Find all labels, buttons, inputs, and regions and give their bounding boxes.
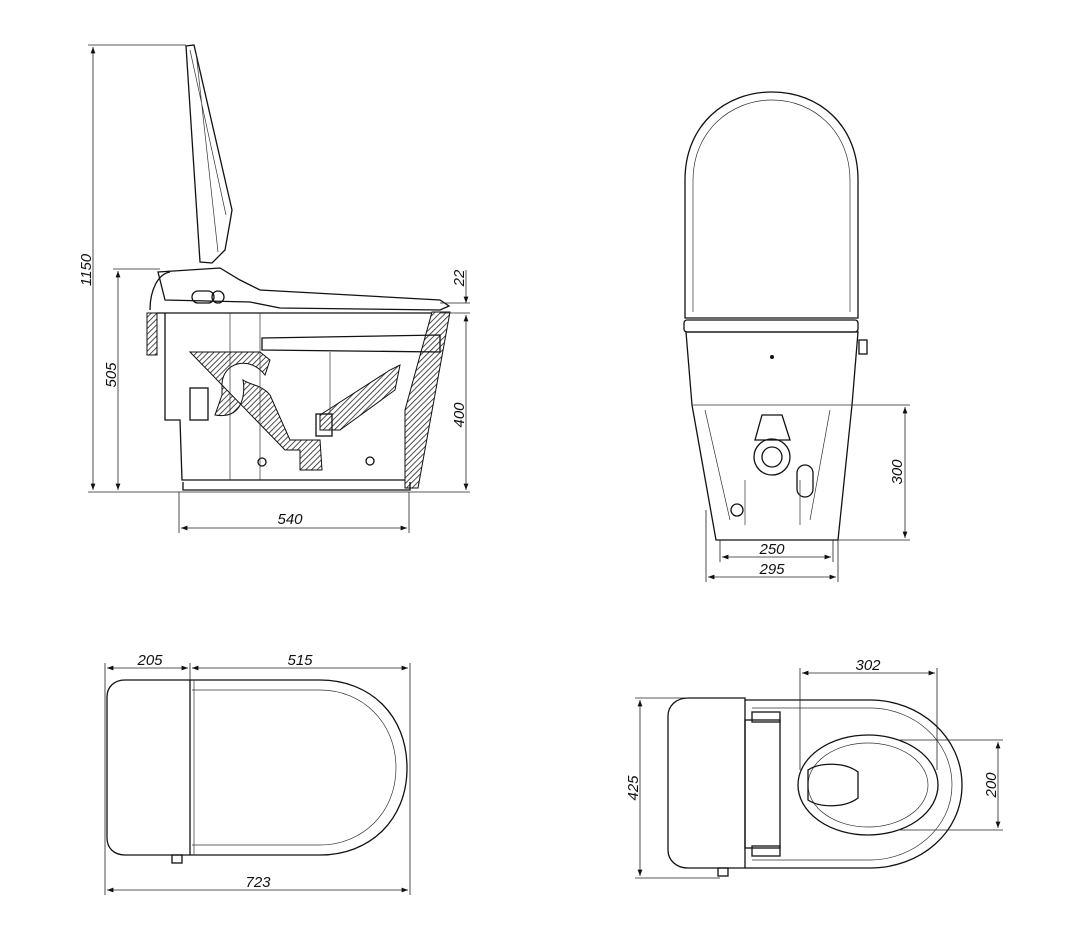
side-view-dimensions: 1150 505 22 400 540 [78,44,470,533]
dim-425: 425 [625,775,642,801]
dim-250: 250 [758,541,785,558]
dim-1150: 1150 [78,253,95,286]
dim-22: 22 [451,269,468,287]
dim-505: 505 [103,362,120,388]
dim-205: 205 [136,652,163,669]
top-view-right-dimensions: 302 425 200 [625,657,1003,879]
top-view-right [667,697,963,877]
front-view-dimensions: 300 250 295 [705,404,910,582]
dim-295: 295 [758,561,785,578]
dim-400: 400 [451,402,468,428]
dim-515: 515 [287,652,313,669]
dim-300: 300 [889,459,906,485]
dim-200: 200 [983,772,1000,799]
dim-302: 302 [855,657,881,674]
side-view [146,44,451,491]
top-view-left [106,679,408,864]
dim-540: 540 [277,511,303,528]
front-view [683,91,868,541]
top-view-left-dimensions: 205 515 723 [104,652,411,895]
dim-723: 723 [245,874,271,891]
